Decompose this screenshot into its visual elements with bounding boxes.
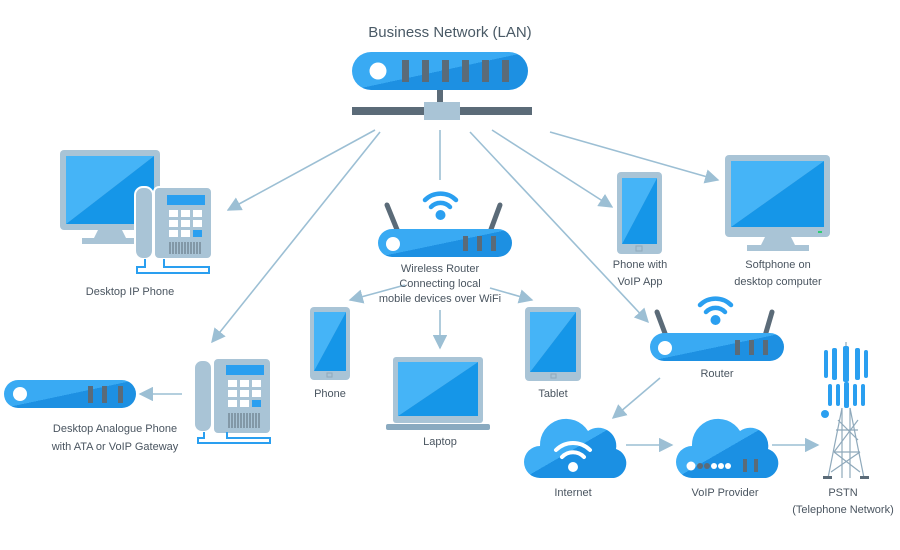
diagram-title: Business Network (LAN)	[368, 24, 532, 41]
label-line: (Telephone Network)	[792, 504, 894, 516]
edge-lan-to-phone-voip-app	[491, 129, 614, 208]
analogue-phone-icon[interactable]	[193, 357, 272, 444]
label-voip-provider: VoIP Provider	[691, 487, 759, 499]
label-pstn: PSTN (Telephone Network)	[786, 485, 900, 519]
smartphone-icon[interactable]	[310, 307, 350, 380]
label-line: with ATA or VoIP Gateway	[51, 441, 179, 453]
edge-lan-to-analogue-phone	[211, 131, 381, 344]
edge-lan-to-desktop-ip-phone	[226, 129, 376, 211]
label-tablet: Tablet	[538, 388, 568, 400]
label-wireless-router: Wireless Router Connecting local mobile …	[360, 262, 520, 307]
voip-provider-cloud-icon[interactable]	[676, 418, 779, 478]
edge-lan-to-router	[469, 131, 649, 324]
label-line: PSTN	[828, 487, 858, 499]
router-icon[interactable]	[650, 296, 784, 361]
label-internet: Internet	[554, 487, 592, 499]
desktop-monitor-icon[interactable]	[725, 155, 830, 251]
edge-router-to-internet	[611, 377, 661, 419]
internet-cloud-icon[interactable]	[524, 418, 627, 478]
smartphone-icon[interactable]	[617, 172, 662, 254]
cell-tower-icon[interactable]	[821, 342, 869, 479]
label-line: Softphone on	[745, 259, 811, 271]
edge-lan-to-softphone	[549, 131, 720, 184]
label-line: Connecting local	[399, 278, 481, 290]
tablet-icon[interactable]	[525, 307, 581, 381]
ata-gateway-icon[interactable]	[4, 380, 136, 408]
label-line: VoIP App	[617, 276, 663, 288]
desktop-ip-phone-icon[interactable]	[60, 150, 213, 274]
label-phone-voip-app: Phone with VoIP App	[590, 257, 690, 291]
label-line: desktop computer	[734, 276, 822, 288]
label-line: Phone with	[612, 259, 668, 271]
label-line: Wireless Router	[400, 263, 480, 275]
label-phone: Phone	[314, 388, 346, 400]
label-desktop-ip-phone: Desktop IP Phone	[85, 286, 175, 298]
network-switch-icon[interactable]	[352, 52, 532, 120]
laptop-icon[interactable]	[386, 357, 490, 430]
connection-arrows	[138, 129, 820, 453]
edge-wireless-to-phone	[348, 284, 406, 304]
edge-wireless-to-tablet	[489, 287, 534, 304]
label-laptop: Laptop	[423, 436, 457, 448]
label-line: mobile devices over WiFi	[378, 293, 502, 305]
label-analogue-phone: Desktop Analogue Phone with ATA or VoIP …	[40, 420, 190, 456]
label-softphone: Softphone on desktop computer	[718, 257, 838, 291]
wireless-router-icon[interactable]	[378, 191, 512, 257]
label-line: Desktop Analogue Phone	[52, 423, 178, 435]
label-router: Router	[700, 368, 734, 380]
